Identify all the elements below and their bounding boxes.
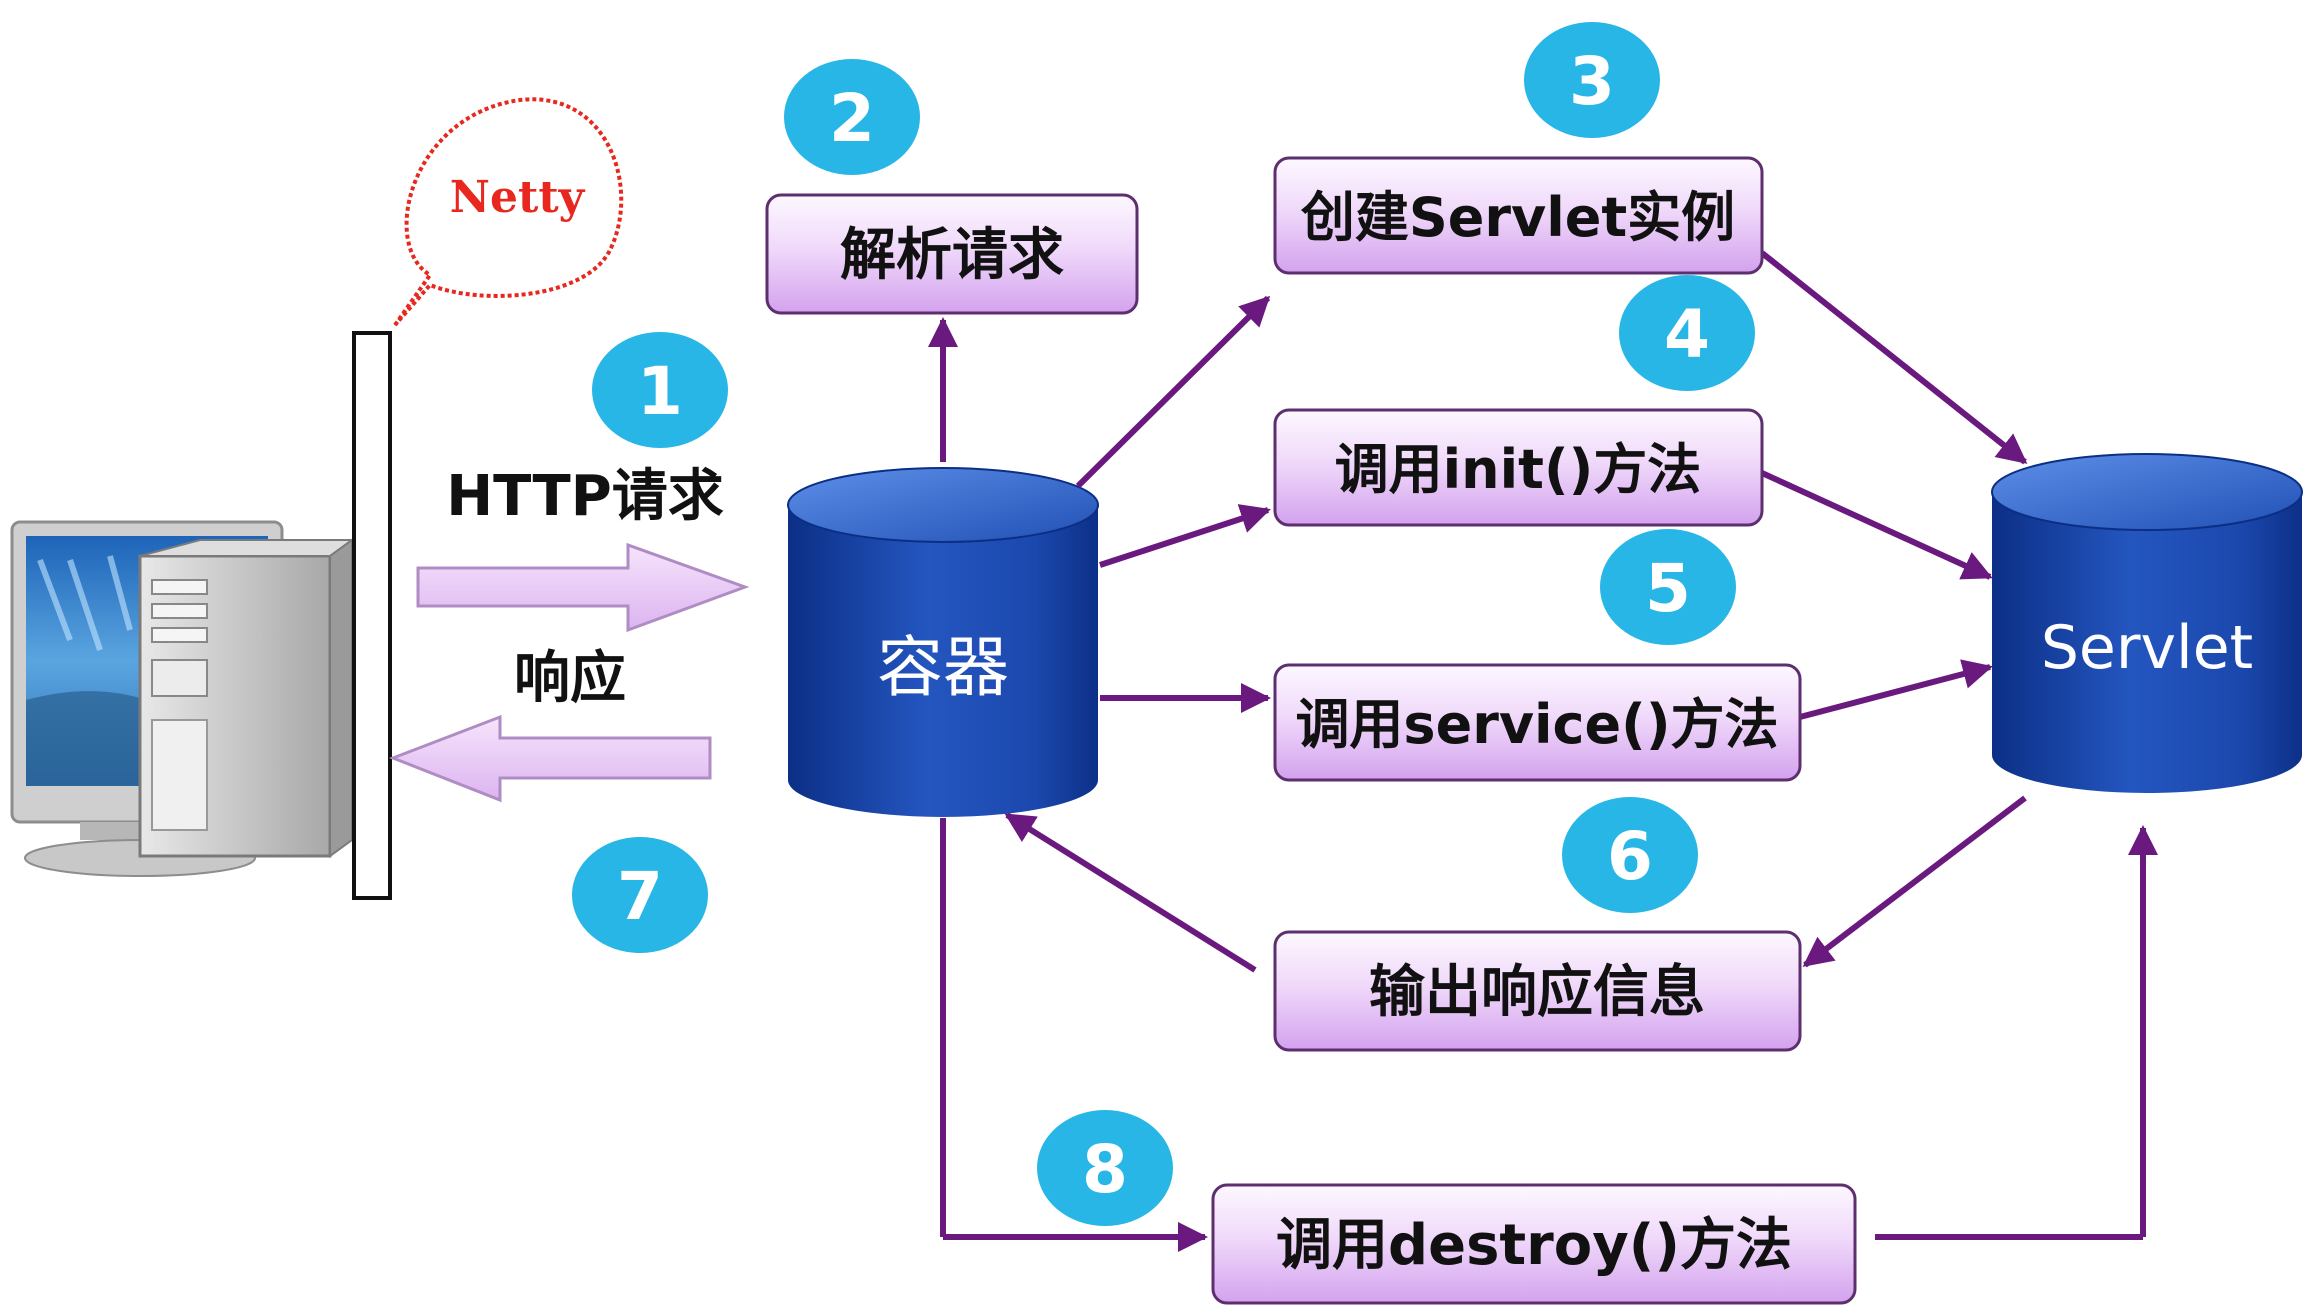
svg-text:4: 4 [1664,296,1710,373]
badge-7: 7 [572,837,708,953]
step-output-label: 输出响应信息 [1369,960,1705,1025]
svg-text:1: 1 [637,353,683,430]
svg-text:7: 7 [617,858,663,935]
servlet-label: Servlet [2041,613,2253,683]
svg-text:5: 5 [1645,550,1691,627]
arrow-container-to-init [1099,504,1271,568]
badge-5: 5 [1600,529,1736,645]
step-parse-label: 解析请求 [840,223,1064,288]
netty-label: Netty [450,172,586,223]
http-request-label: HTTP请求 [446,464,724,529]
step-box-destroy: 调用destroy()方法 [1211,1183,1857,1305]
container-label: 容器 [877,629,1009,706]
arrow-servlet-to-output [1802,795,2027,968]
client-computer-icon [10,520,356,877]
badge-8: 8 [1037,1110,1173,1226]
arrow-service-to-servlet [1799,659,1993,720]
step-box-init: 调用init()方法 [1273,408,1764,527]
step-destroy-label: 调用destroy()方法 [1276,1213,1792,1278]
step-badges: 1 2 3 4 5 6 7 8 [572,22,1755,1226]
step-box-create: 创建Servlet实例 [1273,156,1764,275]
svg-text:8: 8 [1082,1131,1128,1208]
badge-6: 6 [1562,797,1698,913]
arrow-create-to-servlet [1760,250,2028,465]
svg-text:6: 6 [1607,818,1653,895]
arrow-init-to-servlet [1760,470,1993,580]
response-label: 响应 [514,646,626,711]
container-cylinder: 容器 [787,467,1099,817]
step-box-parse: 解析请求 [765,193,1139,315]
badge-2: 2 [784,59,920,175]
arrow-output-to-container [1004,812,1257,973]
step-service-label: 调用service()方法 [1295,693,1778,756]
badge-3: 3 [1524,22,1660,138]
step-create-label: 创建Servlet实例 [1301,186,1735,249]
netty-boundary-bar [352,331,392,900]
arrow-container-to-create [1075,295,1271,489]
flow-arrows [928,250,2158,1252]
request-arrow [416,542,750,633]
servlet-cylinder: Servlet [1991,453,2303,793]
netty-speech-bubble: Netty [393,97,624,327]
badge-4: 4 [1619,275,1755,391]
badge-1: 1 [592,332,728,448]
step-box-service: 调用service()方法 [1273,663,1802,782]
svg-text:2: 2 [829,80,875,157]
step-box-output: 输出响应信息 [1273,930,1802,1052]
svg-text:3: 3 [1569,43,1615,120]
response-arrow [388,714,712,803]
step-init-label: 调用init()方法 [1335,438,1702,501]
